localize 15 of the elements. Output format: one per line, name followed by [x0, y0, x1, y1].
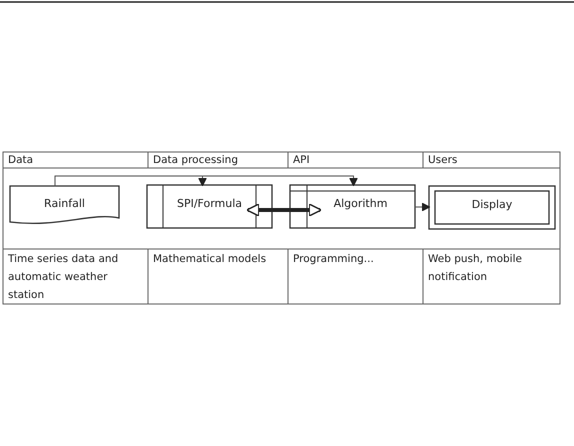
double-border-box: Display	[429, 186, 555, 229]
predefined-process-box: SPI/Formula	[147, 185, 272, 228]
arrow	[54, 176, 358, 186]
column-header: Data	[7, 153, 34, 168]
column-header: Users	[427, 153, 458, 168]
arrow	[246, 203, 322, 217]
table-cell-text: Mathematical models	[152, 252, 268, 267]
table-cell-text: Programming...	[292, 252, 375, 267]
document-shape: Rainfall	[10, 186, 119, 226]
column-header: Data processing	[152, 153, 239, 168]
table-cell-text: Time series data and automatic weather station	[7, 252, 120, 303]
column-header: API	[292, 153, 311, 168]
internal-storage-box: Algorithm	[290, 185, 415, 228]
arrow	[414, 202, 430, 212]
table-cell-text: Web push, mobile notification	[427, 252, 523, 285]
